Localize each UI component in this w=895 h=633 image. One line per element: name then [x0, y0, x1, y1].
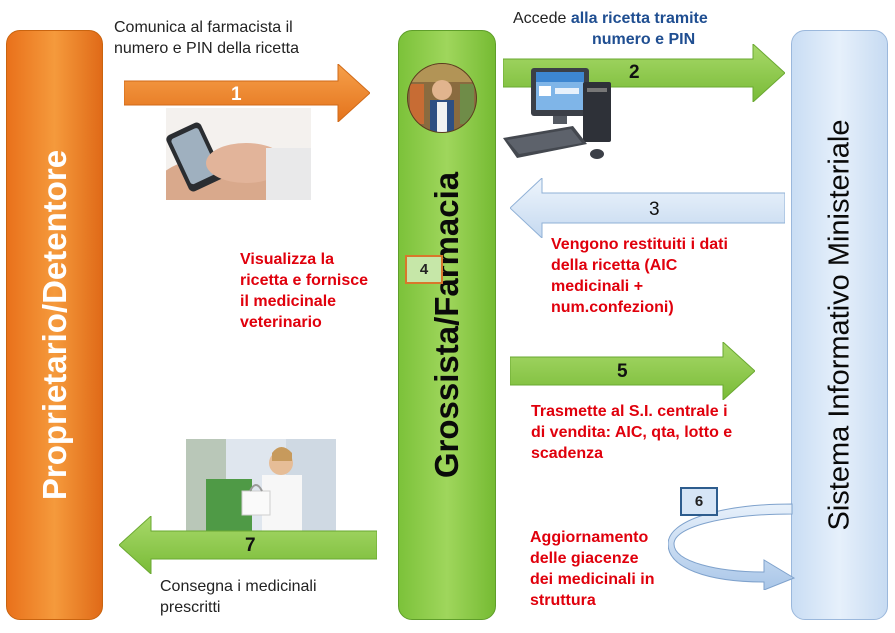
step3-line2: della ricetta (AIC [551, 257, 678, 274]
step6-line2: delle giacenze [530, 550, 639, 567]
step1-line1: Comunica al farmacista il [114, 19, 293, 36]
pillar-proprietario: Proprietario/Detentore [6, 30, 103, 620]
step3-text: Vengono restituiti i dati della ricetta … [551, 234, 728, 318]
column-label-right: Sistema Informativo Ministeriale [823, 119, 855, 531]
column-label-middle: Grossista/Farmacia [428, 171, 465, 479]
step4-line2: ricetta e fornisce [240, 272, 369, 289]
step3-line4: num.confezioni) [551, 299, 674, 316]
curved-arrow-step6 [667, 500, 798, 591]
step2-number: 2 [629, 62, 640, 83]
step7-number: 7 [245, 535, 256, 556]
step2-plain: Accede [513, 10, 571, 27]
step2-bold2: numero e PIN [592, 31, 696, 48]
step6-line1: Aggiornamento [530, 529, 649, 546]
step6-badge: 6 [680, 487, 718, 516]
step1-text: Comunica al farmacista il numero e PIN d… [114, 17, 299, 59]
pharmacist-avatar [406, 62, 478, 134]
computer-illustration [503, 66, 615, 161]
phone-photo [156, 108, 311, 216]
arrow-step1 [124, 64, 370, 122]
step6-line3: dei medicinali in [530, 571, 655, 588]
step6-text: Aggiornamento delle giacenze dei medicin… [530, 527, 654, 611]
arrow-step7 [119, 516, 377, 574]
step1-number: 1 [231, 84, 242, 105]
step4-line3: il medicinale [240, 293, 337, 310]
arrow-step3 [510, 178, 785, 238]
step2-bold1: alla ricetta tramite [570, 10, 708, 27]
column-label-left: Proprietario/Detentore [35, 149, 73, 501]
step7-line1: Consegna i medicinali [160, 578, 317, 595]
step1-line2: numero e PIN della ricetta [114, 40, 299, 57]
step5-line3: scadenza [531, 445, 604, 462]
step5-line1: Trasmette al S.I. centrale i [531, 403, 728, 420]
step5-line2: di vendita: AIC, qta, lotto e [531, 424, 733, 441]
step4-line1: Visualizza la [240, 251, 334, 268]
arrow-step5 [510, 342, 755, 400]
step4-text: Visualizza la ricetta e fornisce il medi… [240, 249, 368, 333]
step7-line2: prescritti [160, 599, 221, 616]
pharmacy-photo [186, 439, 336, 533]
step5-number: 5 [617, 361, 628, 382]
step5-text: Trasmette al S.I. centrale i di vendita:… [531, 401, 732, 464]
step3-number: 3 [649, 199, 660, 220]
step2-text: Accede alla ricetta tramite numero e PIN [513, 8, 773, 50]
step3-line3: medicinali + [551, 278, 644, 295]
step6-line4: struttura [530, 592, 596, 609]
step4-line4: veterinario [240, 314, 322, 331]
step3-line1: Vengono restituiti i dati [551, 236, 728, 253]
step4-badge: 4 [405, 255, 443, 284]
step7-text: Consegna i medicinali prescritti [160, 576, 317, 618]
pillar-sistema: Sistema Informativo Ministeriale [791, 30, 888, 620]
